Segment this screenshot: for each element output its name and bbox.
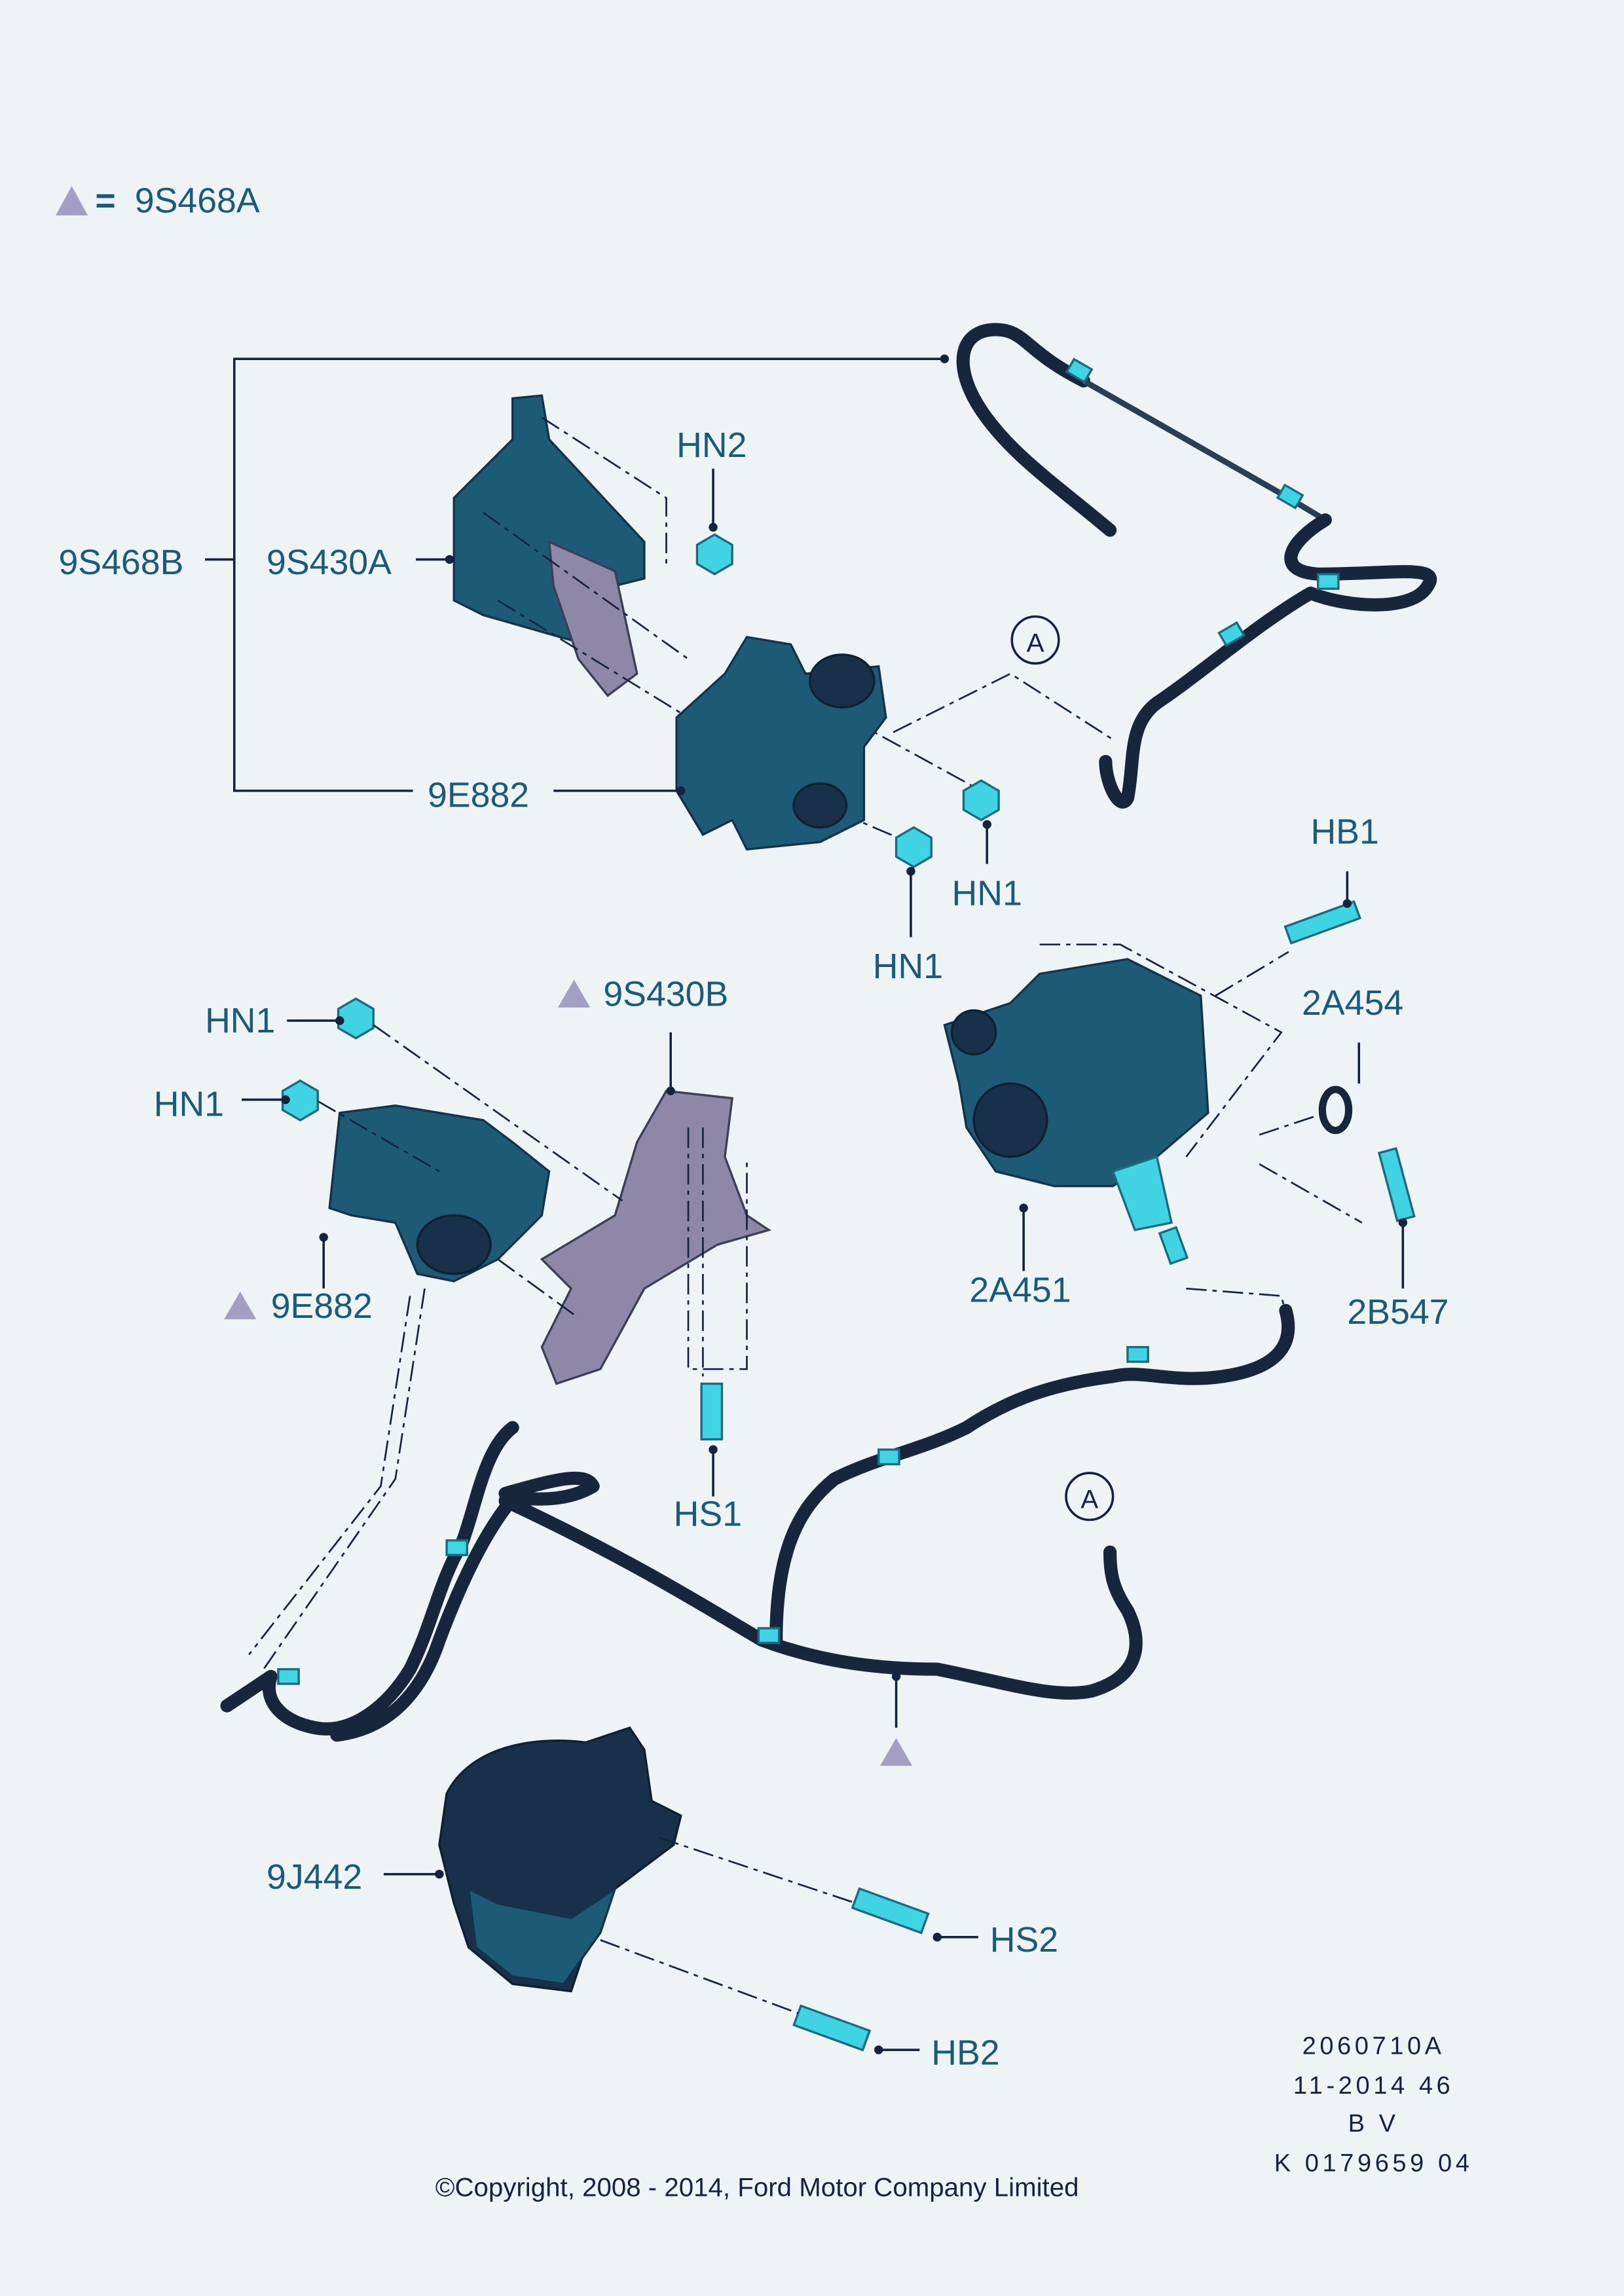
triangle-icon (55, 186, 88, 216)
reference-circle-a (1010, 615, 1060, 665)
nut-hn1-icon (337, 997, 375, 1040)
diagram-reference: 2060710A 11-2014 46 B V K 0179659 04 (1274, 2033, 1473, 2178)
callout-hb2[interactable]: HB2 (931, 2033, 999, 2072)
triangle-icon (558, 979, 591, 1008)
reference-circle-a (1065, 1472, 1115, 1522)
nut-hn1-icon (281, 1079, 319, 1121)
callout-hs1[interactable]: HS1 (674, 1494, 742, 1533)
actuator-9e882-mid (248, 997, 771, 1670)
upper-hose (956, 323, 1437, 809)
nut-hn1-icon (895, 826, 932, 869)
triangle-icon (224, 1291, 257, 1320)
callout-9s468b[interactable]: 9S468B (58, 543, 183, 582)
legend-equals: = (95, 181, 115, 221)
triangle-icon (879, 1738, 913, 1766)
bolt-hs2-icon (851, 1887, 930, 1935)
actuator-9e882-top (675, 636, 887, 851)
callout-hn1[interactable]: HN1 (952, 873, 1022, 913)
reservoir-9j442 (438, 1726, 930, 2052)
callout-9s430b[interactable]: 9S430B (603, 975, 728, 1014)
diagram-id: K 0179659 04 (1274, 2150, 1473, 2178)
diagram-code: B V (1348, 2110, 1399, 2138)
bolt-hb2-icon (792, 2004, 872, 2052)
oring-2a454-icon (1318, 1085, 1353, 1135)
group-bracket-line (205, 357, 945, 792)
callout-a-top[interactable]: A (1027, 628, 1044, 657)
bolt-hs1-icon (700, 1382, 724, 1441)
nut-hn1-icon (962, 779, 1000, 822)
callout-9e882-top[interactable]: 9E882 (428, 775, 529, 814)
callout-9j442[interactable]: 9J442 (267, 1857, 362, 1897)
callout-hn1[interactable]: HN1 (205, 1001, 275, 1040)
callout-9e882-mid[interactable]: 9E882 (271, 1286, 373, 1326)
diagram-date: 11-2014 46 (1293, 2072, 1454, 2100)
legend-part: 9S468A (135, 181, 260, 221)
callout-2a451[interactable]: 2A451 (969, 1270, 1071, 1309)
lower-hose (220, 1345, 1149, 1742)
callout-9s430a[interactable]: 9S430A (267, 543, 392, 582)
bolt-hb1-icon (1283, 900, 1361, 945)
nut-hn2-icon (695, 533, 733, 575)
callout-hn2[interactable]: HN2 (676, 426, 747, 465)
callout-hs2[interactable]: HS2 (990, 1920, 1058, 1959)
copyright: ©Copyright, 2008 - 2014, Ford Motor Comp… (435, 2173, 1079, 2202)
callout-hn1[interactable]: HN1 (154, 1084, 224, 1123)
pump-2a451 (769, 900, 1416, 1647)
callout-hb1[interactable]: HB1 (1310, 812, 1378, 851)
callout-2b547[interactable]: 2B547 (1347, 1292, 1449, 1332)
diagram-number: 2060710A (1302, 2033, 1445, 2060)
bolt-2b547-icon (1377, 1147, 1416, 1222)
callout-2a454[interactable]: 2A454 (1302, 983, 1403, 1023)
legend: = 9S468A (55, 181, 260, 221)
callout-hn1[interactable]: HN1 (873, 947, 943, 986)
callout-a-bottom[interactable]: A (1080, 1485, 1098, 1514)
